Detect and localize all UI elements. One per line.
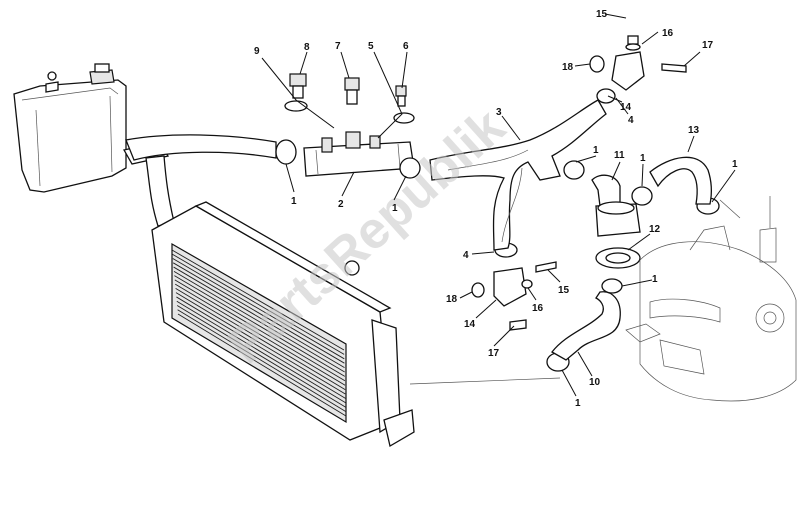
callout-12: 12 <box>649 224 661 235</box>
radiator-fin <box>172 262 345 364</box>
manifold-part-2 <box>303 131 415 177</box>
hose-part-10 <box>551 291 621 361</box>
radiator-fin <box>174 275 346 377</box>
radiator-fin <box>175 292 346 395</box>
callout-6: 6 <box>403 41 409 52</box>
callout-8: 8 <box>304 42 310 53</box>
engine-housing <box>625 196 797 402</box>
radiator-fin <box>175 288 346 390</box>
radiator-fin <box>177 313 347 417</box>
callout-1-g: 1 <box>575 398 581 409</box>
callout-14-mid: 14 <box>464 319 476 330</box>
radiator-fin <box>172 258 345 360</box>
callout-10: 10 <box>589 377 601 388</box>
radiator-fin <box>174 279 346 382</box>
callout-17-top: 17 <box>702 40 714 51</box>
callout-5: 5 <box>368 41 374 52</box>
callout-1-f: 1 <box>652 274 658 285</box>
radiator-fin <box>176 305 346 408</box>
radiator-fins <box>171 249 347 417</box>
callout-14-top: 14 <box>620 102 632 113</box>
fitting-top-part-14 <box>589 35 687 91</box>
callout-3: 3 <box>496 107 502 118</box>
callout-11: 11 <box>614 150 625 161</box>
callout-1-b: 1 <box>392 203 398 214</box>
callout-13: 13 <box>688 125 700 136</box>
radiator <box>151 201 561 448</box>
callout-4-top: 4 <box>628 115 634 126</box>
callout-15-mid: 15 <box>558 285 570 296</box>
callout-18-mid: 18 <box>446 294 458 305</box>
expansion-tank <box>13 63 170 193</box>
callout-1-c: 1 <box>593 145 599 156</box>
callout-4-mid: 4 <box>463 250 469 261</box>
callout-9: 9 <box>254 46 260 57</box>
fitting-mid-part-14 <box>471 261 557 331</box>
radiator-fin <box>174 283 346 386</box>
hose-part-13 <box>649 156 712 205</box>
callout-15-top: 15 <box>596 9 608 20</box>
radiator-fin <box>173 270 345 373</box>
radiator-fin <box>176 296 346 399</box>
radiator-fin <box>176 300 346 404</box>
callout-17-mid: 17 <box>488 348 500 359</box>
thermostat-part-11 <box>591 174 641 269</box>
callout-1-a: 1 <box>291 196 297 207</box>
callout-1-d: 1 <box>640 153 646 164</box>
temperature-sensors <box>284 73 415 124</box>
leader-lines <box>261 13 736 397</box>
y-hose-part-3 <box>429 99 607 251</box>
callout-labels: 15 16 17 18 14 4 9 8 7 5 6 3 13 1 2 1 1 … <box>254 9 738 409</box>
radiator-fin <box>177 309 347 412</box>
callout-1-e: 1 <box>732 159 738 170</box>
callout-16-top: 16 <box>662 28 674 39</box>
callout-16-mid: 16 <box>532 303 544 314</box>
callout-2: 2 <box>338 199 344 210</box>
radiator-fin <box>173 266 345 368</box>
radiator-fin <box>172 253 345 355</box>
radiator-fin <box>171 249 345 351</box>
callout-18-top: 18 <box>562 62 574 73</box>
tank-hose <box>125 134 277 227</box>
callout-7: 7 <box>335 41 341 52</box>
